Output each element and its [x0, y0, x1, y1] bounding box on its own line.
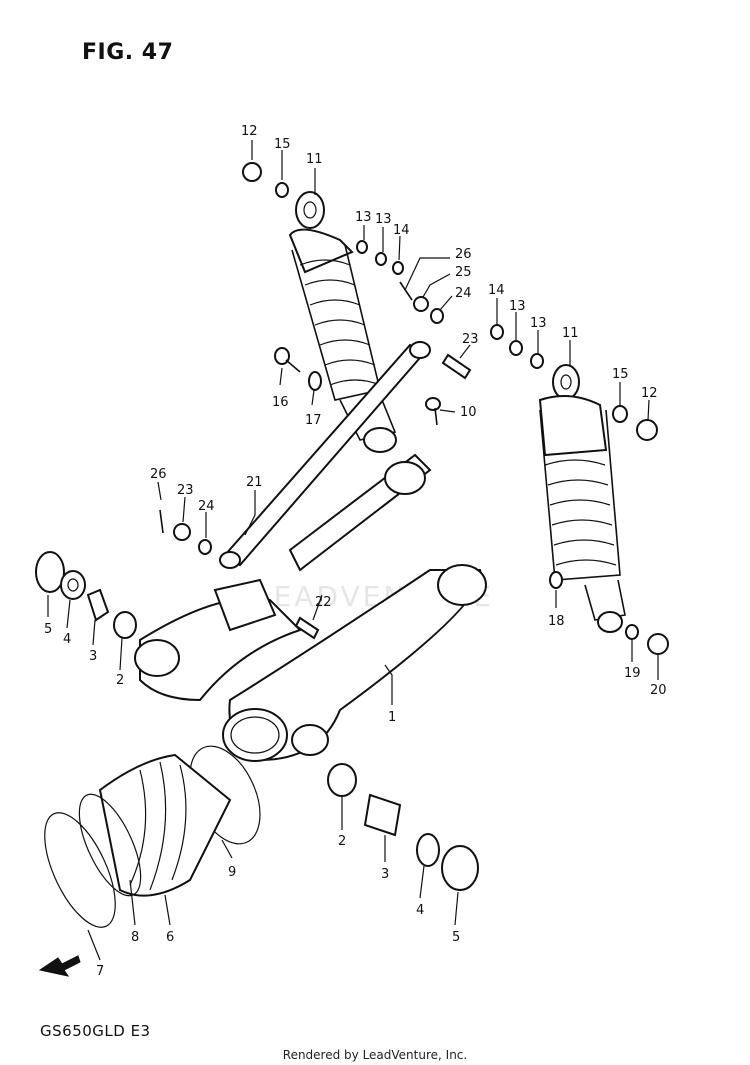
callout-label[interactable]: 17 [305, 413, 322, 428]
callout-label[interactable]: 11 [562, 326, 579, 341]
callout-label[interactable]: 25 [455, 265, 472, 280]
callout-label[interactable]: 26 [455, 247, 472, 262]
callout-label[interactable]: 14 [393, 223, 410, 238]
right-shock-absorber[interactable] [538, 364, 626, 633]
callout-label[interactable]: 5 [452, 930, 460, 945]
hardware-bits [159, 162, 669, 655]
callout-label[interactable]: 4 [63, 632, 71, 647]
callout-label[interactable]: 13 [375, 212, 392, 227]
callout-label[interactable]: 24 [455, 286, 472, 301]
callout-label[interactable]: 26 [150, 467, 167, 482]
callout-label[interactable]: 9 [228, 865, 236, 880]
callout-label[interactable]: 5 [44, 622, 52, 637]
callout-label[interactable]: 19 [624, 666, 641, 681]
callout-label[interactable]: 24 [198, 499, 215, 514]
leader-lines [47, 140, 659, 961]
figure-title: FIG. 47 [82, 40, 174, 65]
callout-label[interactable]: 20 [650, 683, 667, 698]
swing-arm[interactable] [134, 453, 487, 762]
callout-label[interactable]: 15 [612, 367, 629, 382]
callout-label[interactable]: 3 [381, 867, 389, 882]
callout-label[interactable]: 23 [177, 483, 194, 498]
callout-label[interactable]: 12 [641, 386, 658, 401]
callout-label[interactable]: 14 [488, 283, 505, 298]
callout-label[interactable]: 3 [89, 649, 97, 664]
callout-label[interactable]: 23 [462, 332, 479, 347]
callout-label[interactable]: 1 [388, 710, 396, 725]
callout-label[interactable]: 15 [274, 137, 291, 152]
left-pivot-parts[interactable] [35, 551, 137, 639]
callout-label[interactable]: 10 [460, 405, 477, 420]
callout-label[interactable]: 4 [416, 903, 424, 918]
callout-label[interactable]: 12 [241, 124, 258, 139]
callout-label[interactable]: 8 [131, 930, 139, 945]
callout-label[interactable]: 13 [355, 210, 372, 225]
left-shock-absorber[interactable] [288, 191, 397, 453]
callout-label[interactable]: 16 [272, 395, 289, 410]
model-code: GS650GLD E3 [40, 1022, 151, 1040]
drive-boot-assembly[interactable] [30, 735, 274, 937]
callout-label[interactable]: 11 [306, 152, 323, 167]
callout-label[interactable]: 6 [166, 930, 174, 945]
callout-label[interactable]: 13 [530, 316, 547, 331]
render-credit: Rendered by LeadVenture, Inc. [282, 1048, 468, 1062]
callout-label[interactable]: 21 [246, 475, 263, 490]
callout-label[interactable]: 7 [96, 964, 104, 979]
torque-rod[interactable] [219, 341, 431, 569]
callout-label[interactable]: 2 [338, 834, 346, 849]
right-pivot-parts[interactable] [327, 763, 479, 891]
callout-label[interactable]: 22 [315, 595, 332, 610]
front-arrow-icon [38, 955, 81, 977]
callout-label[interactable]: 2 [116, 673, 124, 688]
callout-label[interactable]: 13 [509, 299, 526, 314]
callout-label[interactable]: 18 [548, 614, 565, 629]
